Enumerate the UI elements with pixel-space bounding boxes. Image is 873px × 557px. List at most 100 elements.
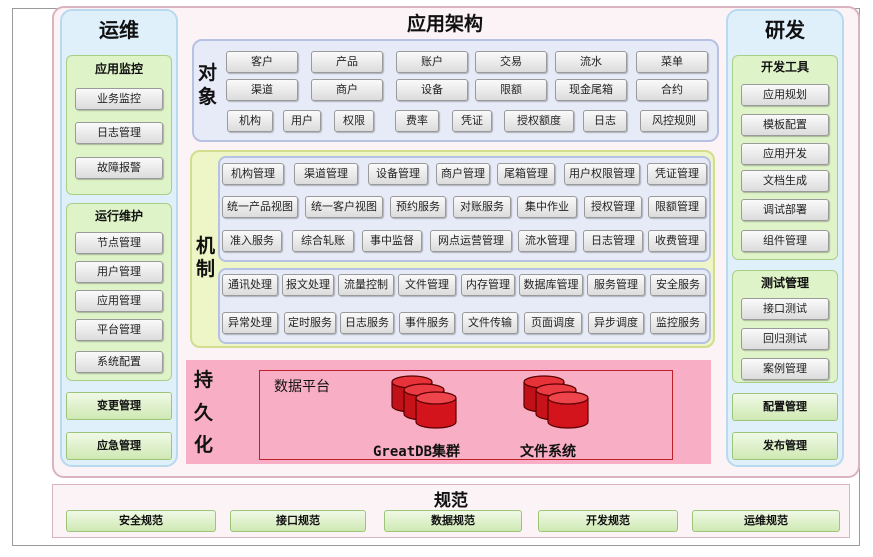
mechanism-biz-item[interactable]: 限额管理: [648, 196, 706, 218]
mechanism-biz-item[interactable]: 日志管理: [583, 230, 643, 252]
ops-monitor-item-0[interactable]: 业务监控: [75, 88, 163, 110]
mechanism-tech-item[interactable]: 流量控制: [338, 274, 394, 296]
mechanism-tech-item[interactable]: 服务管理: [587, 274, 645, 296]
norm-item-interface[interactable]: 接口规范: [230, 510, 366, 532]
norm-item-security[interactable]: 安全规范: [66, 510, 216, 532]
mechanism-biz-item[interactable]: 综合轧账: [292, 230, 354, 252]
dev-test-item-0[interactable]: 接口测试: [741, 298, 829, 320]
dev-tools-item-1[interactable]: 模板配置: [741, 114, 829, 136]
mechanism-biz-item[interactable]: 授权管理: [584, 196, 642, 218]
ops-maint-item-4[interactable]: 系统配置: [75, 351, 163, 373]
mechanism-tech-item[interactable]: 定时服务: [284, 312, 336, 334]
mechanism-tech-item[interactable]: 通讯处理: [222, 274, 278, 296]
emergency-management[interactable]: 应急管理: [66, 432, 172, 460]
mechanism-tech-item[interactable]: 事件服务: [399, 312, 455, 334]
mechanism-biz-item[interactable]: 流水管理: [518, 230, 576, 252]
ops-maint-item-2[interactable]: 应用管理: [75, 290, 163, 312]
object-item[interactable]: 商户: [311, 79, 383, 101]
object-item[interactable]: 交易: [475, 51, 547, 73]
mechanism-tech-item[interactable]: 页面调度: [524, 312, 582, 334]
dev-tools-title: 开发工具: [760, 60, 809, 74]
ops-monitor-item-1[interactable]: 日志管理: [75, 122, 163, 144]
dev-test-item-1[interactable]: 回归测试: [741, 328, 829, 350]
dev-tools-item-2[interactable]: 应用开发: [741, 143, 829, 165]
mechanism-biz-item[interactable]: 统一产品视图: [222, 196, 298, 218]
dev-tools-item-0[interactable]: 应用规划: [741, 84, 829, 106]
object-item[interactable]: 账户: [396, 51, 468, 73]
object-item[interactable]: 渠道: [226, 79, 298, 101]
mechanism-tech-item[interactable]: 文件传输: [462, 312, 518, 334]
mechanism-tech-item[interactable]: 文件管理: [398, 274, 456, 296]
ops-maint-item-3[interactable]: 平台管理: [75, 319, 163, 341]
mechanism-tech-item[interactable]: 日志服务: [340, 312, 394, 334]
mechanism-label-1: 机: [196, 235, 216, 257]
ops-maint-item-1[interactable]: 用户管理: [75, 261, 163, 283]
mechanism-biz-item[interactable]: 统一客户视图: [305, 196, 383, 218]
config-management[interactable]: 配置管理: [732, 393, 838, 421]
app-monitor-title: 应用监控: [94, 62, 143, 76]
object-item[interactable]: 菜单: [636, 51, 708, 73]
data-platform-box: [259, 370, 673, 460]
ops-maint-title: 运行维护: [94, 209, 143, 223]
mechanism-tech-item[interactable]: 数据库管理: [519, 274, 583, 296]
mechanism-tech-item[interactable]: 安全服务: [650, 274, 706, 296]
mechanism-biz-item[interactable]: 网点运营管理: [430, 230, 512, 252]
object-item[interactable]: 费率: [395, 110, 439, 132]
file-system-label: 文件系统: [520, 444, 576, 460]
file-system-icon: [523, 375, 589, 429]
object-item[interactable]: 合约: [636, 79, 708, 101]
object-item[interactable]: 限额: [475, 79, 547, 101]
object-item[interactable]: 用户: [283, 110, 321, 132]
mechanism-tech-item[interactable]: 异步调度: [588, 312, 644, 334]
greatdb-cluster-label: GreatDB集群: [373, 444, 461, 460]
object-item[interactable]: 机构: [227, 110, 273, 132]
object-label-1: 对: [198, 62, 218, 84]
mechanism-tech-item[interactable]: 内存管理: [461, 274, 515, 296]
object-item[interactable]: 权限: [334, 110, 374, 132]
persistence-label-1: 持: [194, 369, 214, 391]
persistence-label-2: 久: [194, 402, 214, 424]
dev-tools-item-5[interactable]: 组件管理: [741, 230, 829, 252]
object-item[interactable]: 风控规则: [640, 110, 708, 132]
mechanism-biz-item[interactable]: 用户权限管理: [564, 163, 640, 185]
object-item[interactable]: 产品: [311, 51, 383, 73]
mechanism-biz-item[interactable]: 渠道管理: [294, 163, 358, 185]
mechanism-biz-item[interactable]: 商户管理: [436, 163, 490, 185]
mechanism-biz-item[interactable]: 收费管理: [648, 230, 706, 252]
dev-tools-item-3[interactable]: 文档生成: [741, 170, 829, 192]
mechanism-biz-item[interactable]: 事中监督: [362, 230, 422, 252]
object-item[interactable]: 流水: [555, 51, 627, 73]
mechanism-biz-item[interactable]: 尾箱管理: [497, 163, 555, 185]
ops-monitor-item-2[interactable]: 故障报警: [75, 157, 163, 179]
object-label-2: 象: [198, 86, 218, 108]
mechanism-label-2: 制: [196, 258, 216, 280]
norm-item-data[interactable]: 数据规范: [384, 510, 522, 532]
object-item[interactable]: 设备: [396, 79, 468, 101]
norm-item-development[interactable]: 开发规范: [538, 510, 678, 532]
mechanism-biz-item[interactable]: 准入服务: [222, 230, 282, 252]
dev-title: 研发: [765, 18, 805, 42]
change-management[interactable]: 变更管理: [66, 392, 172, 420]
mechanism-tech-item[interactable]: 监控服务: [650, 312, 706, 334]
mechanism-biz-item[interactable]: 设备管理: [368, 163, 428, 185]
mechanism-biz-item[interactable]: 集中作业: [517, 196, 577, 218]
norm-item-operations[interactable]: 运维规范: [692, 510, 840, 532]
object-item[interactable]: 日志: [583, 110, 627, 132]
ops-title: 运维: [99, 18, 139, 42]
data-platform-label: 数据平台: [274, 379, 330, 395]
mechanism-tech-item[interactable]: 报文处理: [282, 274, 334, 296]
dev-test-item-2[interactable]: 案例管理: [741, 358, 829, 380]
greatdb-cluster-icon: [391, 375, 457, 429]
object-item[interactable]: 客户: [226, 51, 298, 73]
mechanism-tech-item[interactable]: 异常处理: [222, 312, 278, 334]
dev-tools-item-4[interactable]: 调试部署: [741, 199, 829, 221]
mechanism-biz-item[interactable]: 凭证管理: [647, 163, 707, 185]
mechanism-biz-item[interactable]: 机构管理: [222, 163, 284, 185]
mechanism-biz-item[interactable]: 预约服务: [390, 196, 446, 218]
release-management[interactable]: 发布管理: [732, 432, 838, 460]
object-item[interactable]: 授权额度: [504, 110, 574, 132]
object-item[interactable]: 凭证: [452, 110, 492, 132]
object-item[interactable]: 现金尾箱: [555, 79, 627, 101]
ops-maint-item-0[interactable]: 节点管理: [75, 232, 163, 254]
mechanism-biz-item[interactable]: 对账服务: [453, 196, 511, 218]
